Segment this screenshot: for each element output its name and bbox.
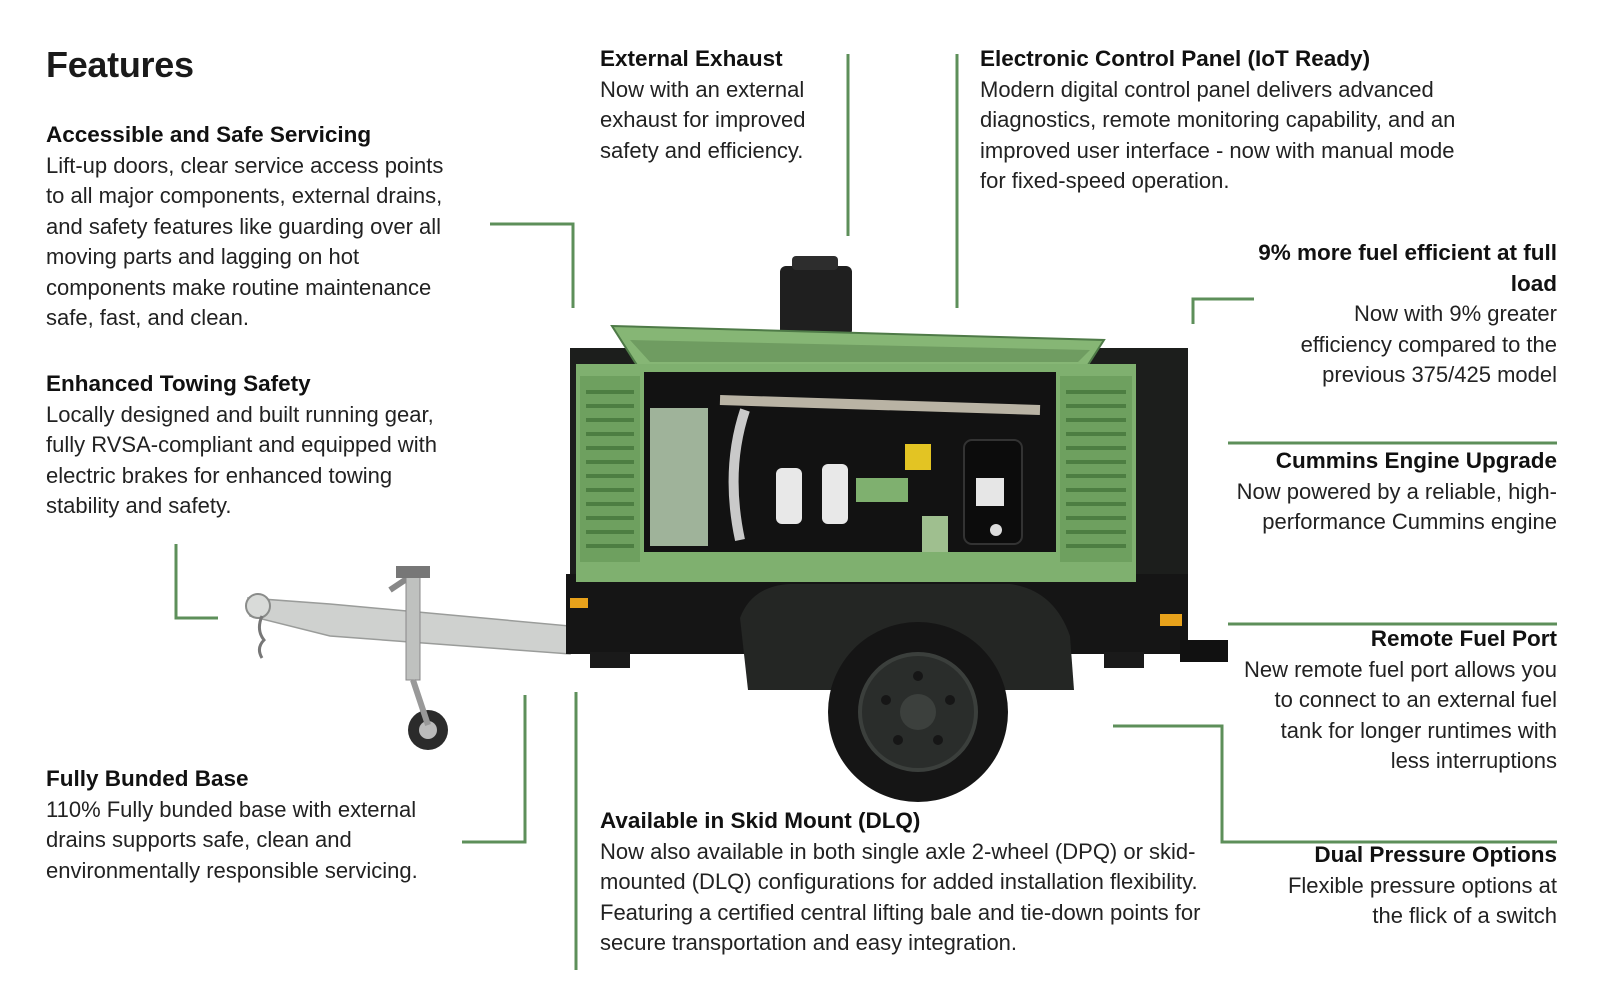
feature-title: Fully Bunded Base (46, 766, 249, 791)
feature-cummins-engine: Cummins Engine Upgrade Now powered by a … (1197, 446, 1557, 538)
feature-body: 110% Fully bunded base with external dra… (46, 796, 418, 883)
feature-bunded-base: Fully Bunded Base 110% Fully bunded base… (46, 764, 446, 886)
leader-line-dual-pressure (1113, 724, 1557, 844)
feature-remote-fuel-port: Remote Fuel Port New remote fuel port al… (1237, 624, 1557, 777)
page-title: Features (46, 44, 194, 85)
feature-body: Flexible pressure options at the flick o… (1287, 872, 1557, 929)
feature-title: Accessible and Safe Servicing (46, 122, 372, 147)
feature-body: Now with an external exhaust for improve… (600, 76, 806, 163)
feature-skid-mount: Available in Skid Mount (DLQ) Now also a… (600, 806, 1210, 959)
feature-towing-safety: Enhanced Towing Safety Locally designed … (46, 369, 466, 522)
feature-dual-pressure: Dual Pressure Options Flexible pressure … (1277, 840, 1557, 932)
feature-body: Now powered by a reliable, high-performa… (1236, 478, 1557, 535)
feature-fuel-efficient: 9% more fuel efficient at full load Now … (1257, 238, 1557, 391)
feature-title: Electronic Control Panel (IoT Ready) (980, 46, 1371, 71)
feature-control-panel: Electronic Control Panel (IoT Ready) Mod… (980, 44, 1460, 197)
leader-line-accessible (490, 222, 575, 308)
leader-line-fuel-efficient (1191, 297, 1254, 324)
tow-bar (245, 566, 571, 750)
feature-external-exhaust: External Exhaust Now with an external ex… (600, 44, 830, 166)
feature-title: 9% more fuel efficient at full load (1258, 240, 1557, 296)
feature-body: Modern digital control panel delivers ad… (980, 76, 1456, 194)
feature-title: Cummins Engine Upgrade (1275, 448, 1557, 473)
feature-title: Dual Pressure Options (1314, 842, 1557, 867)
feature-body: Now also available in both single axle 2… (600, 838, 1201, 956)
feature-body: New remote fuel port allows you to conne… (1243, 656, 1557, 774)
leader-line-towing (174, 544, 218, 620)
feature-title: Remote Fuel Port (1370, 626, 1557, 651)
feature-body: Locally designed and built running gear,… (46, 401, 437, 519)
feature-body: Now with 9% greater efficiency compared … (1300, 301, 1557, 387)
leader-line-bunded (462, 695, 527, 844)
exhaust-stack (780, 266, 852, 336)
feature-title: Available in Skid Mount (DLQ) (600, 808, 921, 833)
feature-title: External Exhaust (600, 46, 783, 71)
feature-accessible-servicing: Accessible and Safe Servicing Lift-up do… (46, 120, 466, 334)
feature-title: Enhanced Towing Safety (46, 371, 311, 396)
feature-body: Lift-up doors, clear service access poin… (46, 152, 444, 331)
